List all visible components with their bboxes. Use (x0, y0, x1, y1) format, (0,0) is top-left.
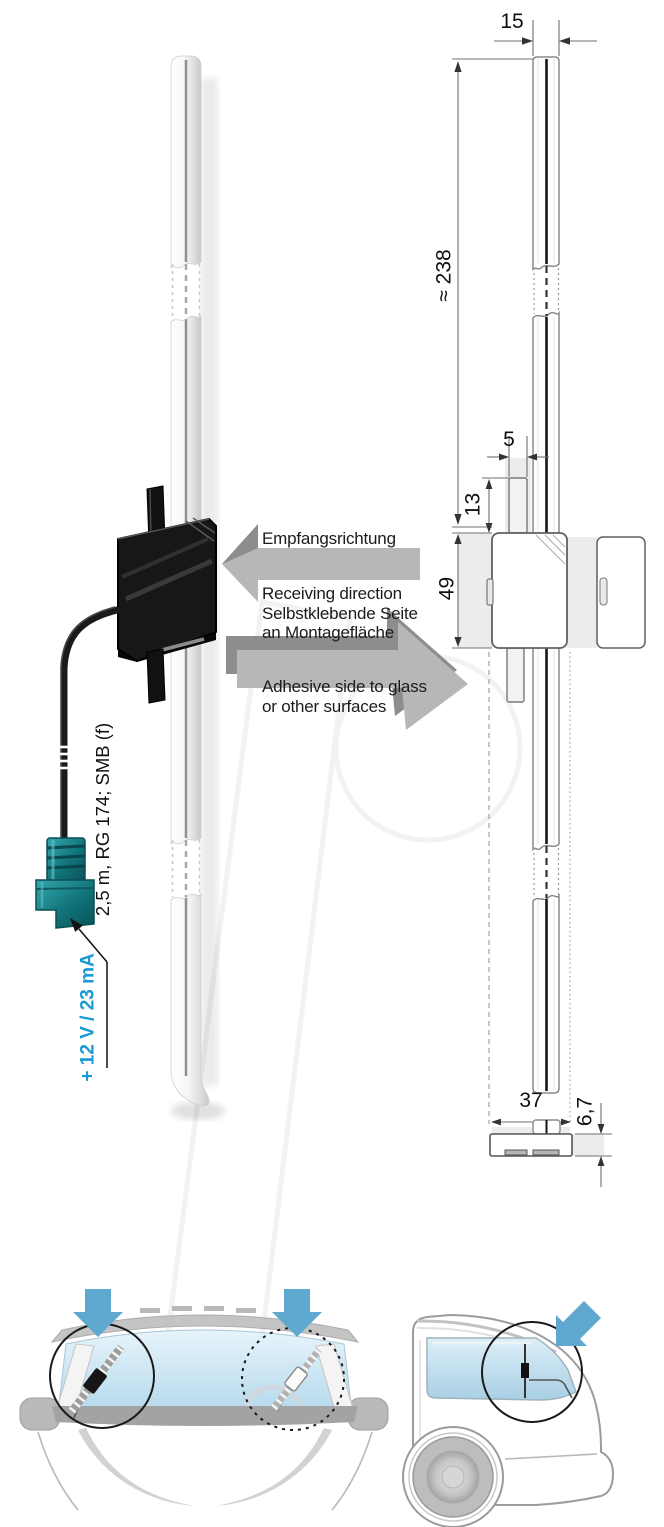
dimension-drawing (452, 20, 646, 1187)
smb-connector (35, 837, 95, 929)
strip-break-marks (171, 264, 201, 897)
dim-box-height: 49 (435, 576, 459, 601)
label-adhesive-en-1: Adhesive side to glass (262, 677, 427, 696)
antenna-left-position (68, 1344, 125, 1419)
antenna-right-position (271, 1347, 322, 1414)
dim-tab-offset: 5 (503, 428, 515, 451)
adhesive-side-arrow-icon (226, 608, 468, 730)
mounting-arrow-left-icon (73, 1289, 123, 1337)
dim-tab-length: 13 (461, 492, 485, 517)
wheel (402, 1426, 504, 1527)
dim-box-width: 37 (519, 1089, 543, 1112)
detail-circle-dotted (241, 1327, 345, 1431)
label-cable-spec: 2,5 m, RG 174; SMB (f) (91, 722, 113, 917)
mounting-arrow-right-icon (272, 1289, 322, 1337)
dim-element-length: ≈ 238 (432, 249, 456, 302)
drawing-break-marks (533, 266, 560, 898)
leader-arrow-icon (70, 918, 108, 1068)
lower-clip-tab (146, 648, 166, 704)
dimension-lines (452, 20, 612, 1187)
box-bottom-view (489, 1119, 573, 1157)
windshield (57, 1329, 353, 1413)
product-3d-view (35, 55, 225, 1120)
label-adhesive-en-2: or other surfaces (262, 697, 387, 716)
roof (50, 1314, 360, 1343)
cowl (52, 1406, 358, 1426)
detail-circle-side (481, 1321, 583, 1423)
label-adhesive-de-2: an Montagefläche (262, 623, 394, 642)
cable (59, 606, 121, 846)
receiving-direction-arrow-icon (222, 524, 420, 602)
label-adhesive-de-1: Selbstklebende Seite (262, 604, 418, 623)
side-window (426, 1337, 577, 1401)
dim-element-width: 15 (500, 10, 524, 33)
label-power-spec: + 12 V / 23 mA (77, 953, 99, 1082)
label-receiving-direction-en: Receiving direction (262, 584, 402, 603)
cable-break-marks (59, 745, 69, 770)
dim-box-depth: 6,7 (573, 1096, 597, 1127)
label-receiving-direction-de: Empfangsrichtung (262, 529, 396, 548)
side-mounting-arrow-icon (556, 1301, 601, 1346)
mounting-location-side-view (402, 1301, 615, 1527)
tab-above-box (508, 477, 528, 534)
amplifier-box (117, 517, 217, 662)
antenna-side-position (521, 1344, 573, 1399)
tab-below-box (506, 647, 525, 703)
box-front-view (486, 532, 568, 649)
box-bottom-slot (161, 637, 205, 652)
box-side-view (596, 536, 646, 649)
mounting-locations-front-view (19, 1289, 389, 1511)
